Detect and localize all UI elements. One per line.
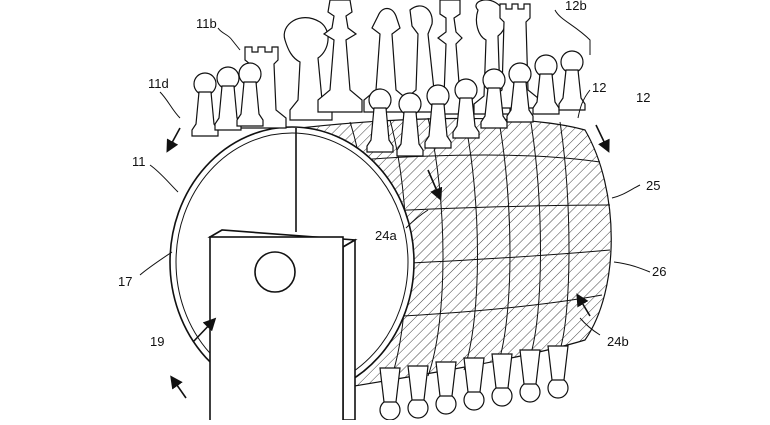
- label-19: 19: [150, 334, 164, 349]
- label-24b: 24b: [607, 334, 629, 349]
- label-17: 17: [118, 274, 132, 289]
- label-12b: 12b: [565, 0, 587, 13]
- label-25: 25: [646, 178, 660, 193]
- label-26: 26: [652, 264, 666, 279]
- label-11b: 11b: [196, 16, 217, 31]
- label-12-a: 12: [592, 80, 606, 95]
- label-11: 11: [132, 154, 146, 169]
- support-stand: [210, 230, 355, 420]
- label-12-b: 12: [636, 90, 650, 105]
- king-piece: [318, 0, 362, 112]
- label-11d: 11d: [148, 76, 169, 91]
- stand-hole: [255, 252, 295, 292]
- label-24a: 24a: [375, 228, 397, 243]
